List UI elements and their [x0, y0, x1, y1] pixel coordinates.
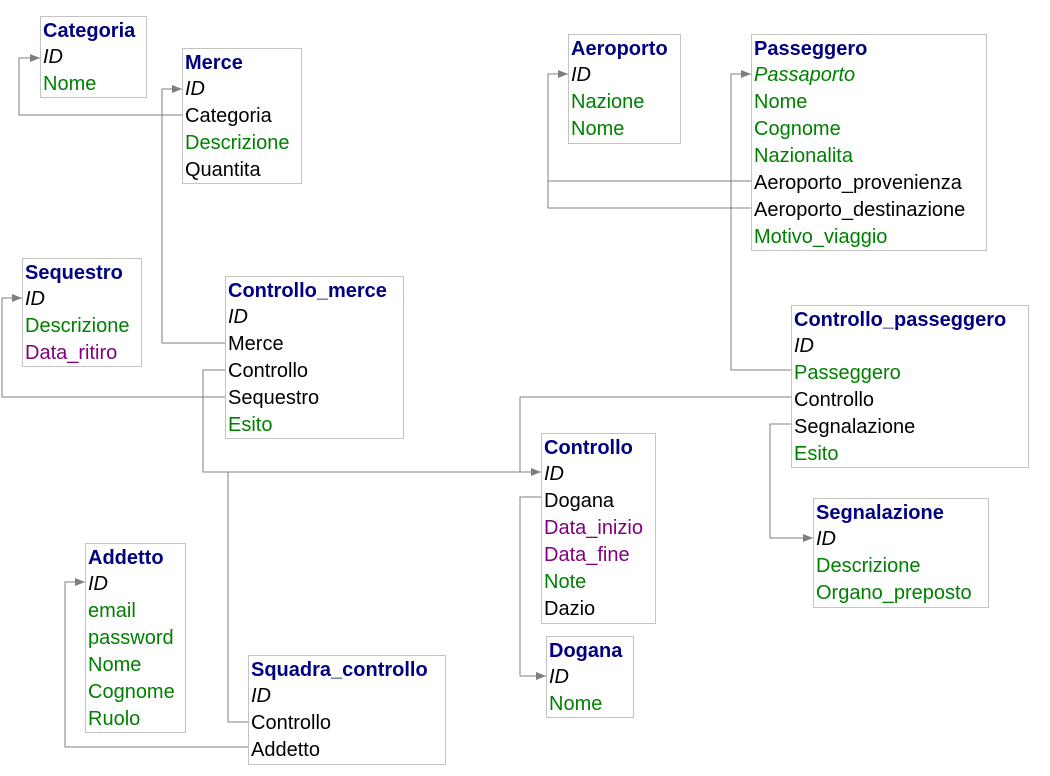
entity-name-aeroporto: Aeroporto [571, 38, 668, 60]
attribute-passeggero-nazionalita: Nazionalita [754, 145, 853, 167]
attribute-controllo-passeggero-id: ID [794, 335, 814, 357]
link-merce-categoria [18, 54, 184, 116]
attribute-merce-id: ID [185, 78, 205, 100]
attribute-segnalazione-id: ID [816, 528, 836, 550]
attribute-categoria-nome: Nome [43, 73, 97, 95]
attribute-aeroporto-id: ID [571, 64, 591, 86]
entity-name-sequestro: Sequestro [25, 262, 123, 284]
attribute-controllo-passeggero-controllo: Controllo [794, 389, 875, 411]
link-controllo-dogana [519, 496, 546, 680]
attribute-merce-quantita: Quantita [185, 159, 261, 181]
attribute-passeggero-aeroporto-provenienza: Aeroporto_provenienza [754, 172, 962, 194]
attribute-dogana-id: ID [549, 666, 569, 688]
entity-name-categoria: Categoria [43, 20, 136, 42]
attribute-controllo-dogana: Dogana [544, 490, 615, 512]
attribute-controllo-merce-merce: Merce [228, 333, 284, 355]
attribute-controllo-merce-id: ID [228, 306, 248, 328]
attribute-controllo-data-inizio: Data_inizio [544, 517, 643, 539]
attribute-merce-descrizione: Descrizione [185, 132, 290, 154]
link-controllo-passeggero-controllo [519, 396, 793, 472]
attribute-segnalazione-organo-preposto: Organo_preposto [816, 582, 972, 604]
link-controllo-merce-controllo [202, 369, 541, 476]
link-squadra-controllo-controllo [227, 472, 250, 723]
attribute-segnalazione-descrizione: Descrizione [816, 555, 921, 577]
attribute-controllo-passeggero-esito: Esito [794, 443, 839, 465]
link-controllo-merce-sequestro [1, 294, 227, 398]
attribute-controllo-merce-sequestro: Sequestro [228, 387, 320, 409]
attribute-aeroporto-nazione: Nazione [571, 91, 645, 113]
attribute-addetto-email: email [88, 600, 136, 622]
attribute-addetto-password: password [88, 627, 174, 649]
entity-name-controllo-merce: Controllo_merce [228, 280, 387, 302]
entity-name-passeggero: Passeggero [754, 38, 868, 60]
attribute-merce-categoria: Categoria [185, 105, 272, 127]
attribute-sequestro-descrizione: Descrizione [25, 315, 130, 337]
attribute-sequestro-id: ID [25, 288, 45, 310]
attribute-passeggero-cognome: Cognome [754, 118, 841, 140]
attribute-controllo-passeggero-passeggero: Passeggero [794, 362, 901, 384]
attribute-addetto-id: ID [88, 573, 108, 595]
attribute-addetto-nome: Nome [88, 654, 142, 676]
link-controllo-passeggero-segnalazione [769, 423, 813, 542]
link-controllo-merce-merce [161, 85, 227, 344]
attribute-addetto-ruolo: Ruolo [88, 708, 141, 730]
attribute-passeggero-motivo-viaggio: Motivo_viaggio [754, 226, 888, 248]
attribute-controllo-passeggero-segnalazione: Segnalazione [794, 416, 916, 438]
attribute-controllo-note: Note [544, 571, 587, 593]
link-squadra-controllo-addetto [64, 578, 250, 748]
entity-name-squadra-controllo: Squadra_controllo [251, 659, 428, 681]
entity-name-dogana: Dogana [549, 640, 623, 662]
entity-name-controllo: Controllo [544, 437, 633, 459]
attribute-addetto-cognome: Cognome [88, 681, 175, 703]
attribute-controllo-data-fine: Data_fine [544, 544, 630, 566]
entity-name-controllo-passeggero: Controllo_passeggero [794, 309, 1007, 331]
attribute-squadra-controllo-addetto: Addetto [251, 739, 320, 761]
attribute-controllo-merce-esito: Esito [228, 414, 273, 436]
attribute-aeroporto-nome: Nome [571, 118, 625, 140]
link-controllo-passeggero-passeggero [730, 70, 793, 371]
attribute-squadra-controllo-id: ID [251, 685, 271, 707]
attribute-squadra-controllo-controllo: Controllo [251, 712, 332, 734]
attribute-dogana-nome: Nome [549, 693, 603, 715]
attribute-controllo-merce-controllo: Controllo [228, 360, 309, 382]
attribute-passeggero-passaporto: Passaporto [754, 64, 856, 86]
attribute-passeggero-nome: Nome [754, 91, 808, 113]
attribute-sequestro-data-ritiro: Data_ritiro [25, 342, 118, 364]
entity-name-addetto: Addetto [88, 547, 164, 569]
link-passeggero-aeroporto-destinazione [547, 181, 753, 209]
link-passeggero-aeroporto-provenienza [547, 70, 753, 182]
attribute-passeggero-aeroporto-destinazione: Aeroporto_destinazione [754, 199, 966, 221]
attribute-controllo-id: ID [544, 463, 564, 485]
entity-name-merce: Merce [185, 52, 243, 74]
attribute-categoria-id: ID [43, 46, 63, 68]
entity-name-segnalazione: Segnalazione [816, 502, 944, 524]
attribute-controllo-dazio: Dazio [544, 598, 596, 620]
